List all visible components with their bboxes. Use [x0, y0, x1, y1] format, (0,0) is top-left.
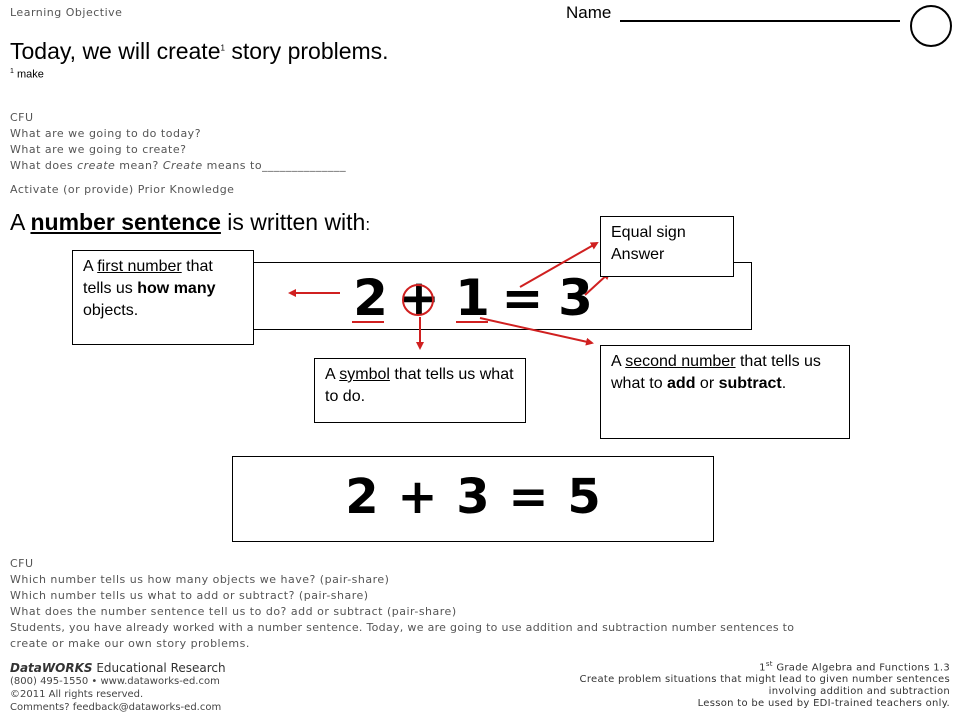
name-line[interactable]: [620, 20, 900, 22]
callout-answer-line: Answer: [611, 246, 665, 263]
footer-copyright: ©2011 All rights reserved.: [10, 689, 144, 700]
callout-text: A: [83, 258, 98, 275]
callout-term: first number: [97, 258, 182, 275]
eq1-answer: 3: [558, 269, 593, 327]
callout-second-number: A second number that tells us what to ad…: [600, 345, 850, 439]
eq1-second-number: 1: [455, 269, 490, 327]
name-label: Name: [566, 3, 612, 22]
cfu-top-line: What are we going to do today?: [10, 127, 202, 140]
callout-bold: add: [667, 375, 696, 392]
brand-rest: Educational Research: [92, 661, 226, 675]
objective-rest: story problems.: [224, 38, 389, 64]
footnote-num: 1: [10, 68, 14, 75]
activate-label: Activate (or provide) Prior Knowledge: [10, 183, 235, 196]
cfu-bottom: CFU Which number tells us how many objec…: [10, 556, 950, 652]
cfu-bottom-line: create or make our own story problems.: [10, 637, 250, 650]
cfu-bottom-line: Which number tells us what to add or sub…: [10, 589, 369, 602]
footer-brand: DataWORKS Educational Research: [10, 662, 226, 675]
callout-text: that tells us what to: [611, 353, 821, 392]
footer-phone: (800) 495-1550 • www.dataworks-ed.com: [10, 676, 220, 687]
callout-text: A: [611, 353, 626, 370]
footer-standard-cont: involving addition and subtraction: [768, 686, 950, 698]
section-label: Learning Objective: [10, 6, 123, 19]
grade-rest: Grade Algebra and Functions 1.3: [772, 662, 950, 674]
objective-sup: 1: [220, 43, 225, 53]
eq1-first-number: 2: [353, 269, 388, 327]
heading-prefix: A: [10, 209, 31, 235]
cfu-text: mean?: [115, 159, 163, 172]
cfu-text: What does: [10, 159, 78, 172]
cfu-em: create: [77, 159, 116, 172]
callout-text: that tells us: [83, 258, 213, 297]
cfu-top-line: What are we going to create?: [10, 143, 187, 156]
heading-suffix: is written with: [220, 209, 366, 235]
cfu-top: CFU What are we going to do today? What …: [10, 110, 346, 174]
cfu-text: means to______________: [202, 159, 347, 172]
cfu-top-label: CFU: [10, 111, 34, 124]
callout-term: symbol: [339, 366, 390, 383]
equation-2: 2 + 3 = 5: [345, 469, 601, 525]
callout-equal-line: Equal sign: [611, 224, 686, 241]
arrow-equal-sign: [519, 242, 599, 288]
footnote: 1 make: [10, 68, 44, 81]
callout-text: objects.: [83, 302, 139, 319]
heading: A number sentence is written with:: [10, 209, 370, 236]
objective-title: Today, we will create1 story problems.: [10, 38, 389, 65]
callout-bold: how many: [137, 280, 216, 297]
score-circle: [910, 5, 952, 47]
grade-num: 1: [759, 662, 766, 674]
cfu-em: Create: [162, 159, 203, 172]
callout-term: second number: [625, 353, 736, 370]
callout-text: that tells us what to do.: [325, 366, 514, 405]
footer-grade: 1st Grade Algebra and Functions 1.3: [510, 658, 950, 674]
operator-circle: [402, 284, 434, 316]
heading-colon: :: [365, 215, 371, 234]
cfu-bottom-label: CFU: [10, 557, 34, 570]
cfu-bottom-line: Students, you have already worked with a…: [10, 621, 795, 634]
cfu-bottom-line: What does the number sentence tell us to…: [10, 605, 457, 618]
brand-name: DataWORKS: [10, 661, 93, 675]
objective-main: Today, we will create: [10, 38, 221, 64]
cfu-top-line-create: What does create mean? Create means to__…: [10, 158, 346, 174]
footer-comments: Comments? feedback@dataworks-ed.com: [10, 702, 222, 713]
callout-text: A: [325, 366, 340, 383]
footer-left: DataWORKS Educational Research (800) 495…: [10, 662, 226, 714]
callout-text: .: [781, 375, 787, 392]
equation-box-2: [232, 456, 714, 542]
heading-term: number sentence: [30, 209, 221, 235]
grade-sup: st: [765, 660, 773, 668]
callout-equal-answer: Equal sign Answer: [600, 216, 734, 277]
footer-right: 1st Grade Algebra and Functions 1.3 Crea…: [510, 658, 950, 710]
callout-first-number: A first number that tells us how many ob…: [72, 250, 254, 345]
footnote-text: make: [13, 68, 44, 81]
footer-standard: Create problem situations that might lea…: [579, 674, 950, 686]
callout-bold: subtract: [718, 375, 782, 392]
arrow-second-number: [479, 317, 594, 346]
callout-text: or: [695, 375, 719, 392]
cfu-bottom-line: Which number tells us how many objects w…: [10, 573, 390, 586]
callout-symbol: A symbol that tells us what to do.: [314, 358, 526, 423]
footer-usage-note: Lesson to be used by EDI-trained teacher…: [697, 698, 950, 710]
